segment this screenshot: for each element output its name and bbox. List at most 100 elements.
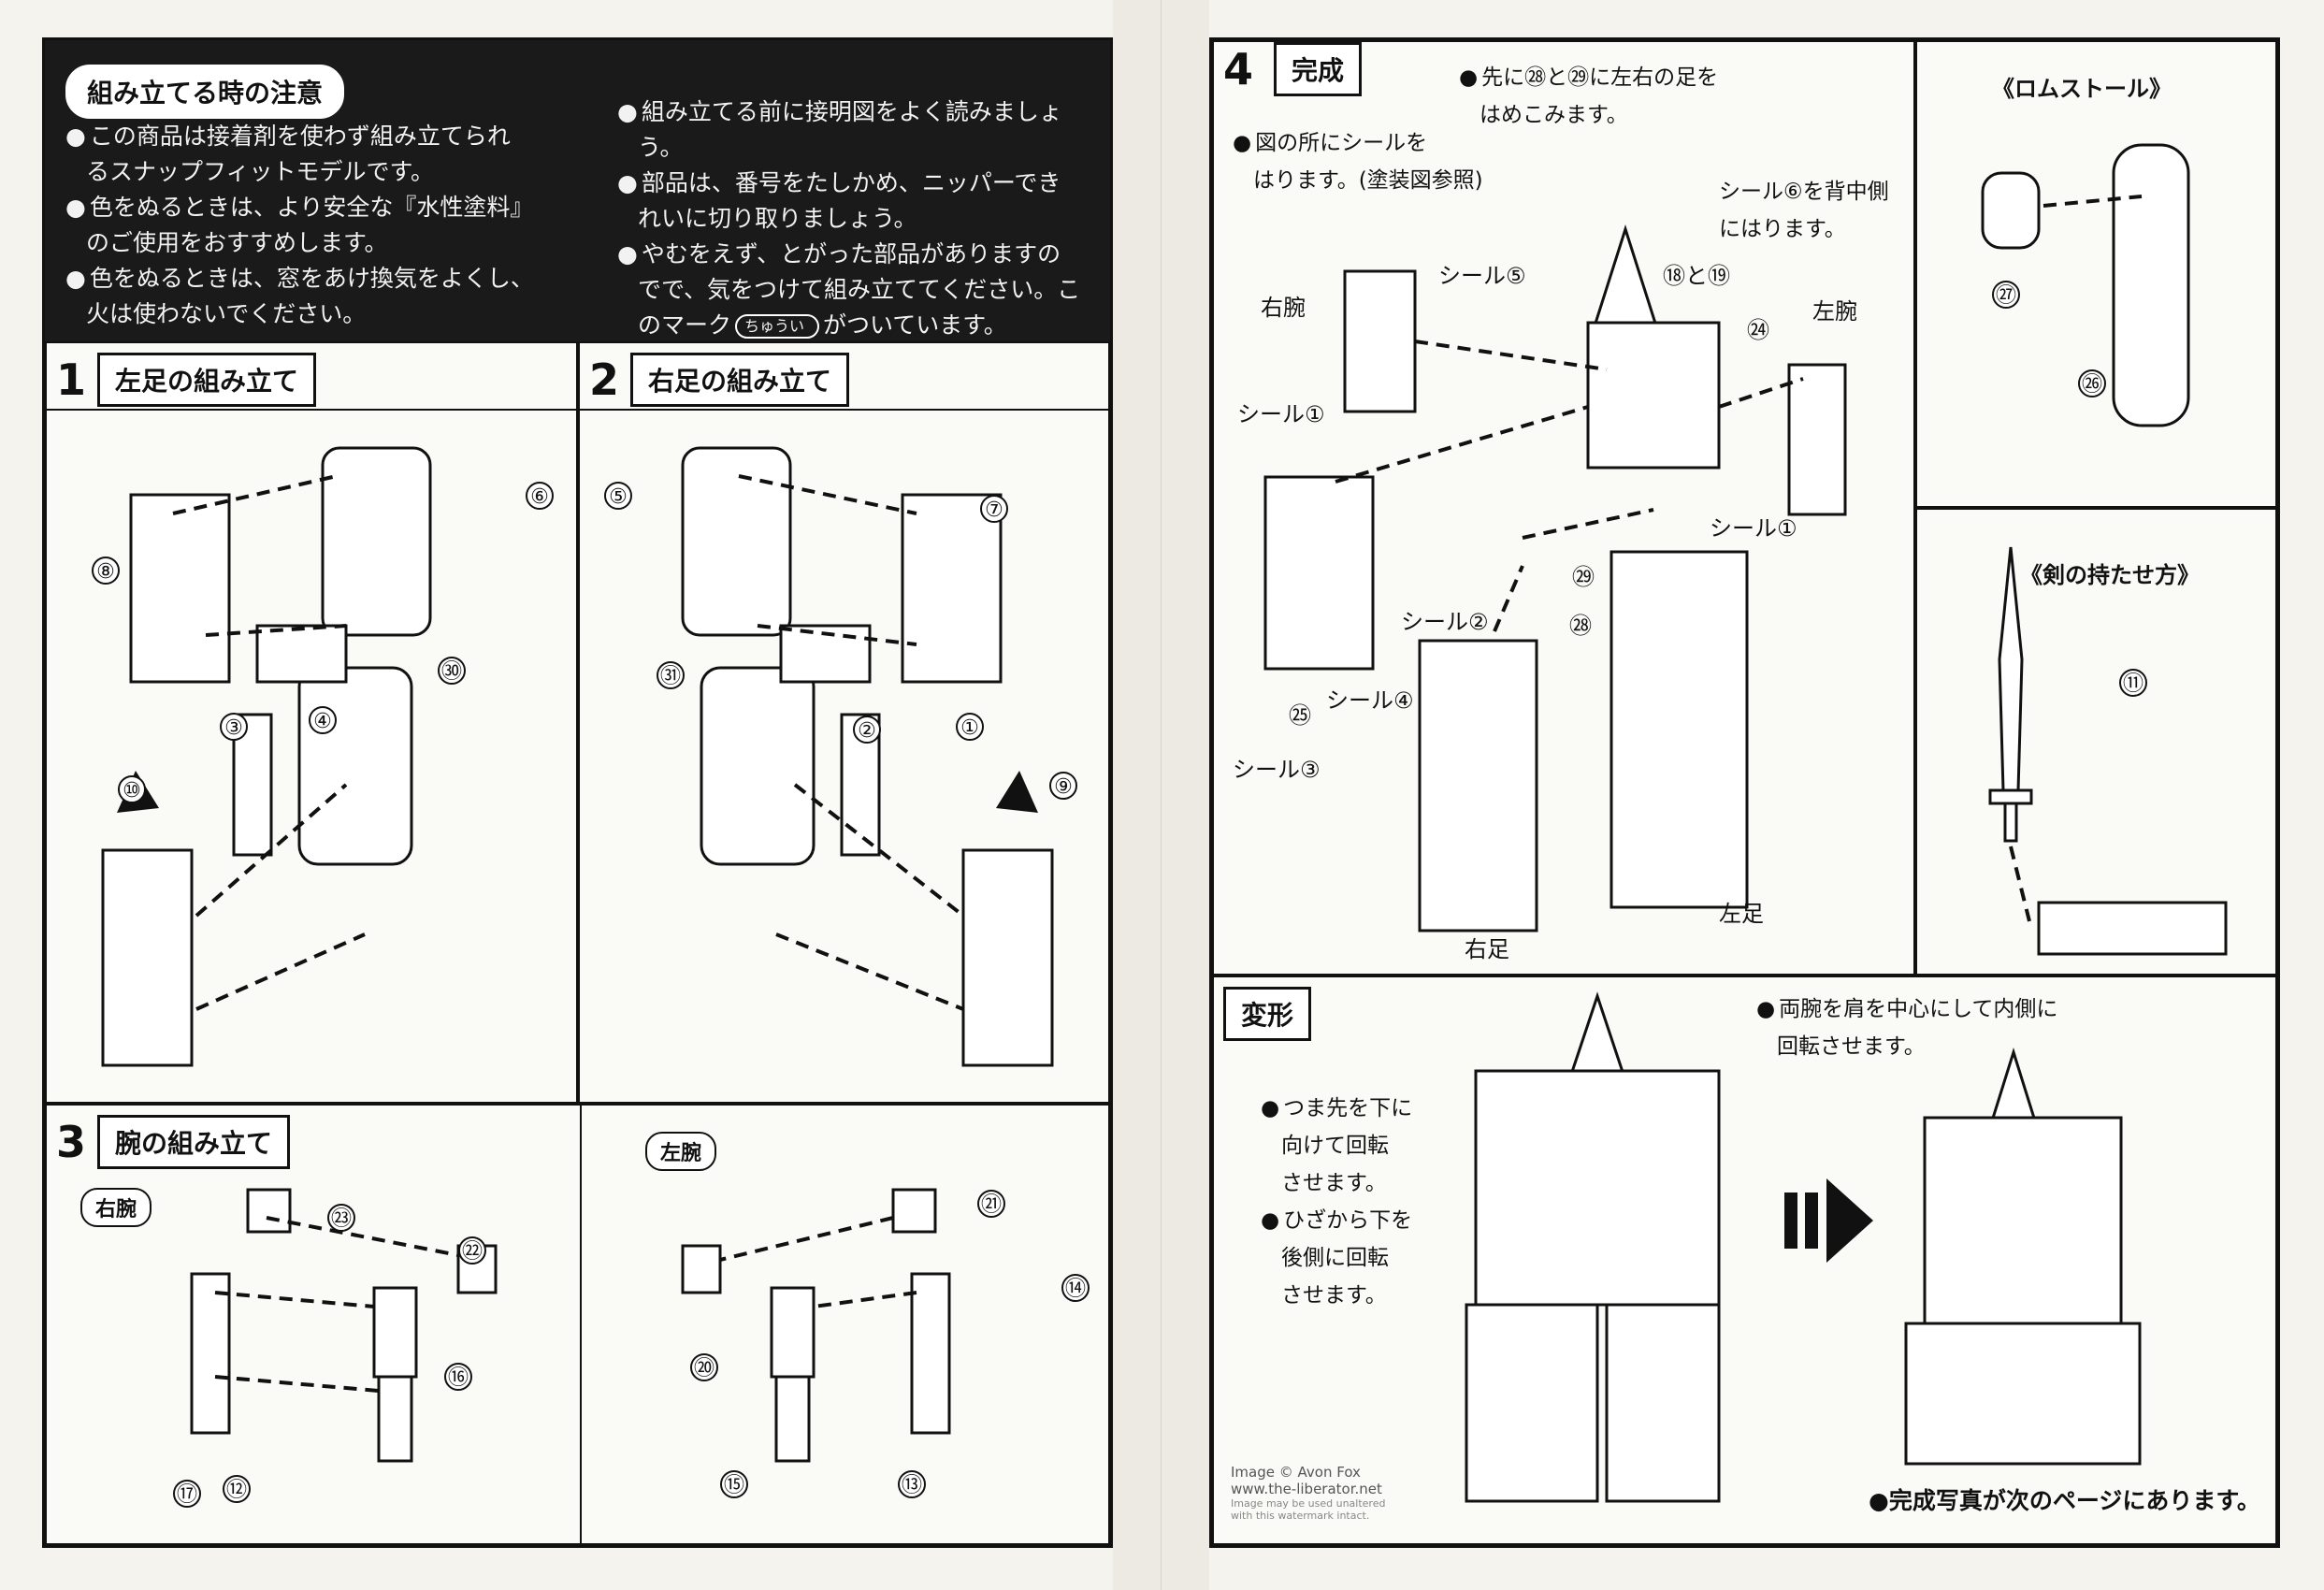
divider	[580, 409, 1108, 411]
part-number: ⑰	[173, 1480, 201, 1508]
part-number: ⑩	[118, 775, 146, 803]
label-part-28: ㉘	[1569, 613, 1592, 639]
sword-blade	[1998, 546, 2024, 792]
part-number: ⑤	[604, 482, 632, 510]
forearm-right	[372, 1286, 418, 1379]
right-page: 4 完成 先に㉘と㉙に左右の足を はめこみます。 図の所にシールを はります。(…	[1209, 37, 2280, 1548]
label-seal-3: シール③	[1233, 757, 1321, 783]
part-number: ㉑	[977, 1190, 1005, 1218]
fold-line	[1161, 0, 1162, 1590]
notice-left-column: この商品は接着剤を使わず組み立てられ るスナップフィットモデルです。 色をぬると…	[65, 119, 534, 332]
right-arm-part	[1343, 269, 1417, 413]
transform-diagram	[1465, 991, 2142, 1503]
notice-line: この商品は接着剤を使わず組み立てられ	[65, 119, 534, 154]
romstole-body	[2112, 143, 2190, 427]
part-number: ⑭	[1061, 1274, 1090, 1302]
knee-cap	[255, 624, 348, 684]
wrist-left	[774, 1375, 811, 1463]
notice-line: のマークちゅういがついています。	[638, 311, 1007, 339]
tank-upper	[1923, 1116, 2123, 1325]
arrow-bar-2	[1805, 1192, 1818, 1249]
part-number: ④	[309, 706, 337, 734]
tank-treads	[1904, 1322, 2142, 1466]
part-number: ⑫	[223, 1475, 251, 1503]
step-1-panel: 1 左足の組み立て ⑧ ⑥ ㉚ ③ ④ ⑩	[45, 341, 578, 1104]
right-leg-part	[1418, 639, 1538, 932]
label-seal-1-right: シール①	[1710, 515, 1797, 542]
part-number: ⑦	[980, 495, 1008, 523]
waist-block	[1263, 475, 1375, 671]
part-number: ㉚	[438, 657, 466, 685]
part-number: ⑯	[444, 1363, 472, 1391]
forearm-left	[770, 1286, 816, 1379]
sword-panel: 《剣の持たせ方》 ⑪	[1915, 508, 2277, 976]
transform-header: 変形	[1223, 987, 1312, 1041]
leg-shell-back	[321, 446, 432, 637]
wrist-right	[377, 1375, 413, 1463]
foot-block	[961, 848, 1054, 1067]
label-right-leg: 右足	[1465, 936, 1509, 962]
hand-cap-left	[681, 1244, 722, 1294]
label-right-arm: 右腕	[1261, 295, 1306, 321]
step-title: 右足の組み立て	[630, 353, 850, 407]
leg-plate	[901, 493, 1003, 684]
notice-line: 色をぬるときは、窓をあけ換気をよくし、	[65, 261, 534, 296]
label-part-29: ㉙	[1572, 564, 1595, 590]
robot-upper-body	[1474, 1069, 1721, 1307]
part-number: ㉗	[1992, 281, 2020, 309]
part-number: ⑮	[720, 1470, 748, 1498]
label-seal-1-left: シール①	[1237, 401, 1325, 427]
forearm-hand	[2037, 901, 2228, 956]
romstole-diagram	[1981, 143, 2190, 427]
part-number: ㉒	[458, 1236, 486, 1265]
caution-mark: ちゅうい	[735, 314, 820, 339]
arm-diagram	[190, 1188, 951, 1463]
transform-arrow	[1826, 1178, 1873, 1263]
left-arm-part	[1787, 363, 1847, 516]
step-number: 1	[56, 354, 87, 405]
part-number: ①	[956, 713, 984, 741]
step-title: 変形	[1223, 987, 1312, 1041]
notice-line: るスナップフィットモデルです。	[86, 158, 435, 185]
leg-shell-front	[297, 666, 413, 866]
label-seal-4: シール④	[1326, 687, 1414, 714]
instruction-back-seal: シール⑥を背中側 にはります。	[1719, 180, 1889, 241]
part-number: ⑧	[92, 556, 120, 585]
sword-grip	[2003, 802, 2018, 843]
step-2-panel: 2 右足の組み立て ⑤ ⑦ ㉛ ② ① ⑨	[578, 341, 1110, 1104]
notice-line: のご使用をおすすめします。	[86, 229, 388, 256]
leg-shell-front	[700, 666, 816, 866]
transform-panel: 変形 つま先を下に 向けて回転 させます。 ひざから下を 後側に回転 させます。…	[1212, 976, 2277, 1545]
step-title: 完成	[1274, 42, 1363, 96]
part-number: ㉛	[657, 661, 685, 689]
torso	[1586, 321, 1721, 470]
label-left-leg: 左足	[1719, 901, 1764, 927]
label-parts-18-19: ⑱と⑲	[1663, 263, 1730, 289]
shoulder-right	[246, 1188, 292, 1234]
step-number: 4	[1223, 44, 1254, 94]
notice-line: 部品は、番号をたしかめ、ニッパーでき	[617, 166, 1080, 201]
notice-right-column: 組み立てる前に接明図をよく読みましょ う。 部品は、番号をたしかめ、ニッパーでき…	[617, 94, 1080, 343]
foot-block	[101, 848, 194, 1067]
step-4-header: 4 完成	[1214, 42, 1363, 96]
left-leg-part	[1609, 550, 1749, 909]
notice-title: 組み立てる時の注意	[65, 65, 345, 119]
footer-note: ●完成写真が次のページにあります。	[1869, 1487, 2260, 1514]
right-arm-label: 右腕	[80, 1188, 152, 1227]
label-part-24: ㉔	[1747, 317, 1769, 343]
tank-drill	[1987, 1047, 2040, 1129]
part-number: ⑬	[898, 1470, 926, 1498]
robot-right-leg	[1465, 1303, 1599, 1503]
part-number: ⑳	[690, 1353, 718, 1381]
arrow-bar-1	[1784, 1192, 1797, 1249]
notice-line: 組み立てる前に接明図をよく読みましょ	[617, 94, 1080, 130]
assembly-notice: 組み立てる時の注意 この商品は接着剤を使わず組み立てられ るスナップフィットモデ…	[45, 40, 1110, 341]
romstole-head	[1981, 171, 2041, 250]
watermark: Image © Avon Fox www.the-liberator.net I…	[1231, 1464, 1386, 1522]
final-assembly-diagram	[1263, 224, 1847, 932]
upper-arm-left	[910, 1272, 951, 1435]
notice-line: う。	[638, 134, 684, 161]
notice-line: でで、気をつけて組み立ててください。こ	[638, 276, 1081, 303]
part-number: ⑥	[526, 482, 554, 510]
label-part-25: ㉕	[1289, 702, 1311, 729]
